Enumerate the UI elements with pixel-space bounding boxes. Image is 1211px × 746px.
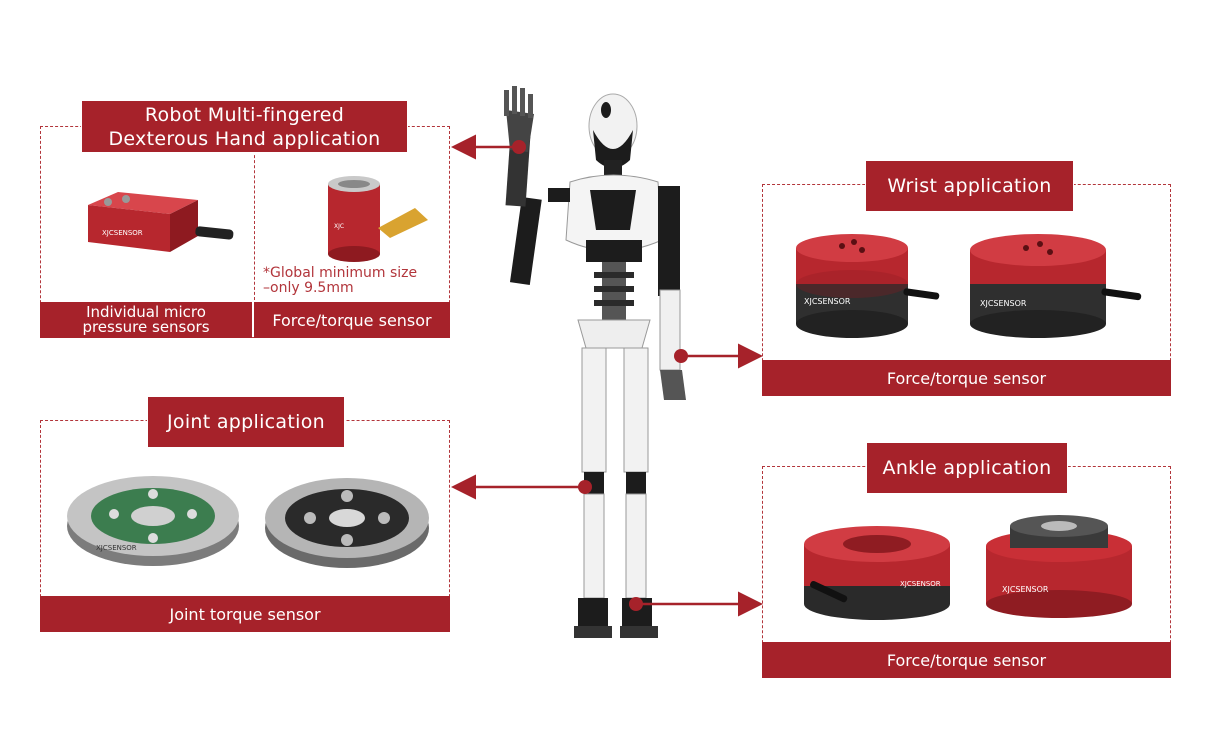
ankle-sensor-image-1: XJCSENSOR (804, 526, 950, 620)
svg-text:XJCSENSOR: XJCSENSOR (980, 299, 1027, 308)
hand-ft-label: Force/torque sensor (272, 310, 432, 330)
hand-connector (451, 134, 526, 160)
size-note-line2: –only 9.5mm (263, 280, 354, 296)
hand-title-line2: Dexterous Hand application (108, 127, 381, 150)
hand-ft-label-bar: Force/torque sensor (254, 302, 450, 338)
joint-label-bar: Joint torque sensor (40, 596, 450, 632)
joint-sensor-brand: XJCSENSOR (96, 544, 137, 552)
wrist-sensor-image-1: XJCSENSOR (796, 234, 940, 338)
svg-text:XJCSENSOR: XJCSENSOR (1002, 585, 1049, 594)
joint-title-text: Joint application (167, 411, 325, 433)
ankle-label: Force/torque sensor (886, 650, 1047, 670)
wrist-section-title: Wrist application (865, 160, 1074, 212)
wrist-label: Force/torque sensor (886, 368, 1047, 388)
micro-label-line2: pressure sensors (82, 318, 210, 336)
micro-label-line1: Individual micro (86, 303, 206, 321)
joint-sensor-image-2 (265, 478, 429, 568)
ankle-connector (629, 591, 763, 617)
ankle-title-text: Ankle application (882, 457, 1052, 479)
wrist-sensor-image-2: XJCSENSOR (970, 234, 1142, 338)
joint-label: Joint torque sensor (169, 604, 321, 624)
wrist-sensor-brand: XJCSENSOR (804, 297, 851, 306)
mini-ft-sensor-image: XJC (328, 176, 428, 262)
ankle-label-bar: Force/torque sensor (762, 642, 1171, 678)
micro-sensor-brand: XJCSENSOR (102, 229, 143, 237)
joint-section-title: Joint application (147, 396, 345, 448)
wrist-title-text: Wrist application (887, 175, 1052, 197)
joint-sensor-image-1: XJCSENSOR (67, 476, 239, 566)
svg-text:XJC: XJC (334, 223, 344, 230)
ankle-sensor-brand: XJCSENSOR (900, 580, 941, 588)
humanoid-robot-image (504, 86, 686, 638)
joint-connector (451, 474, 592, 500)
wrist-connector (674, 343, 763, 369)
micro-pressure-sensor-image: XJCSENSOR (88, 192, 234, 252)
ankle-section-title: Ankle application (866, 442, 1068, 494)
micro-sensor-label-bar: Individual micro pressure sensors (40, 302, 252, 338)
hand-section-divider (254, 150, 255, 300)
size-note: *Global minimum size –only 9.5mm (263, 266, 417, 296)
ankle-sensor-image-2: XJCSENSOR (986, 515, 1132, 618)
hand-title-line1: Robot Multi-fingered (144, 103, 345, 126)
wrist-label-bar: Force/torque sensor (762, 360, 1171, 396)
hand-section-title: Robot Multi-fingered Dexterous Hand appl… (81, 100, 408, 153)
size-note-line1: *Global minimum size (263, 265, 418, 281)
